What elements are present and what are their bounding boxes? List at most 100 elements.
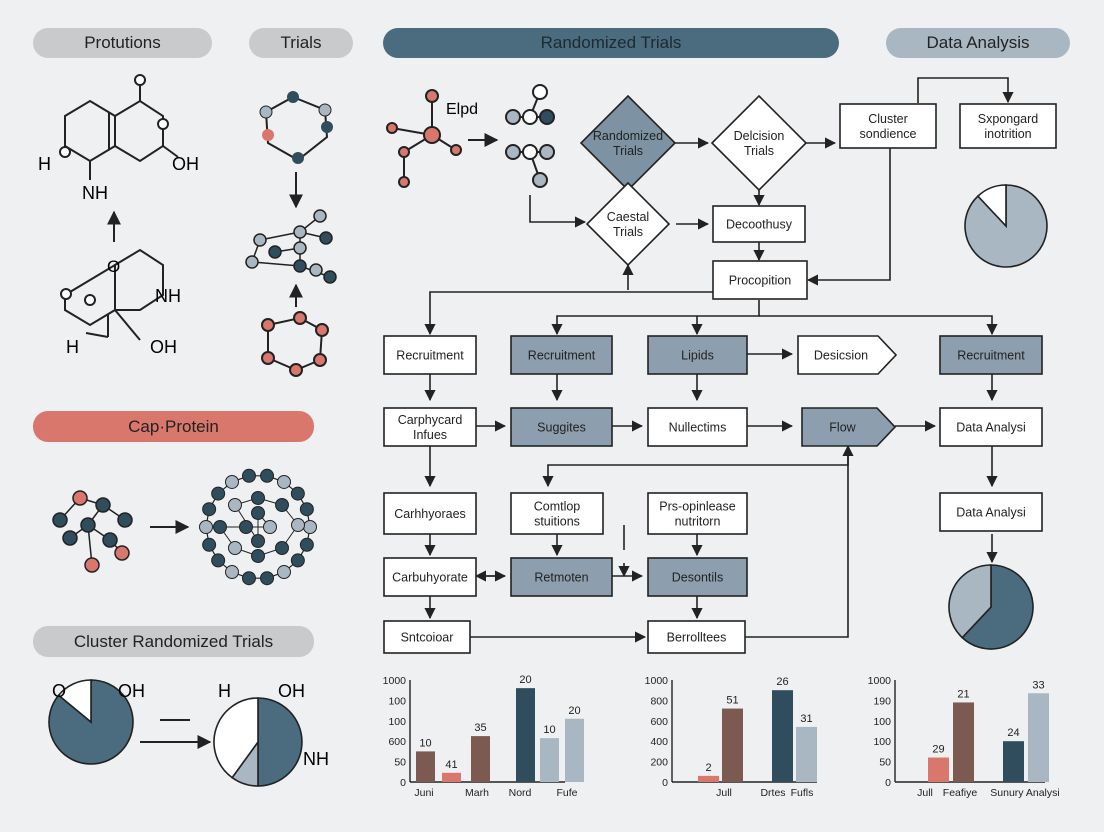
bar-data-label: 33 xyxy=(1032,679,1044,691)
oxygen-atom xyxy=(59,146,71,158)
flow-node-data-analysi-1: Data Analysi xyxy=(939,407,1043,447)
pie-slice xyxy=(57,679,92,724)
bar xyxy=(416,751,435,782)
molecule-label-elpd: Elpd xyxy=(446,101,478,118)
y-tick-label: 200 xyxy=(650,757,668,769)
flow-node-label: Sxpongard xyxy=(978,112,1039,126)
bar-data-label: 10 xyxy=(419,737,431,749)
flow-node-flow: Flow xyxy=(801,407,897,447)
flow-node-retmoten: Retmoten xyxy=(510,557,613,597)
bar-data-label: 24 xyxy=(1007,727,1019,739)
flow-node-desontils: Desontils xyxy=(647,557,748,597)
bar-data-label: 51 xyxy=(726,695,738,707)
flow-node-label: Trials xyxy=(744,144,774,158)
bar-data-label: 26 xyxy=(776,676,788,688)
flow-node-recruitment-3: Recruitment xyxy=(939,335,1043,375)
flow-node-label: Cluster xyxy=(868,112,908,126)
flow-node-label: Sntcoioar xyxy=(401,631,454,645)
flow-node-label: stuitions xyxy=(534,515,580,529)
flow-node-label: Comtlop xyxy=(534,500,581,514)
y-tick-label: 100 xyxy=(388,695,406,707)
bar-data-label: 20 xyxy=(519,674,531,686)
molecule-top xyxy=(64,84,179,180)
y-tick-label: 400 xyxy=(650,736,668,748)
header-randomized-trials: Randomized Trials xyxy=(383,28,839,58)
bar-data-label: 31 xyxy=(800,713,812,725)
flow-node-label: Carphycard xyxy=(398,413,463,427)
header-cap-protein: Cap·Protein xyxy=(33,411,314,442)
x-tick-label: Sunury Analysi xyxy=(990,787,1059,799)
bar-data-label: 10 xyxy=(543,724,555,736)
pie-slice xyxy=(257,697,303,787)
flow-node-berrolltees: Berrolltees xyxy=(647,620,746,654)
flow-node-label: Desicsion xyxy=(814,349,868,363)
pie-left xyxy=(48,679,134,765)
pie-slice xyxy=(213,697,259,779)
pie-slice xyxy=(948,564,992,639)
flow-node-label: Data Analysi xyxy=(956,506,1025,520)
y-tick-label: 800 xyxy=(650,695,668,707)
bar xyxy=(953,702,974,782)
y-tick-label: 600 xyxy=(650,716,668,728)
bar xyxy=(796,726,817,782)
header-protutions: Protutions xyxy=(33,28,212,58)
bar-data-label: 35 xyxy=(474,722,486,734)
flow-node-label: Caestal xyxy=(607,210,649,224)
y-tick-label: 100 xyxy=(873,716,891,728)
y-tick-label: 100 xyxy=(873,736,891,748)
oxygen-atom xyxy=(60,288,72,300)
bar xyxy=(1028,693,1049,782)
bar xyxy=(565,718,584,782)
flow-node-label: Flow xyxy=(829,421,856,435)
x-tick-label: Jull xyxy=(716,787,732,799)
flow-nodes: RandomizedTrialsDelcisionTrialsClusterso… xyxy=(383,94,1057,654)
flow-node-label: Trials xyxy=(613,225,643,239)
y-tick-label: 1000 xyxy=(645,675,669,687)
flow-node-label: Procopition xyxy=(729,274,792,288)
y-tick-label: 0 xyxy=(400,777,406,789)
flow-node-label: Randomized xyxy=(593,129,663,143)
flow-node-carbuhyorate: Carbuhyorate xyxy=(383,557,477,597)
y-tick-label: 190 xyxy=(873,695,891,707)
flow-node-nullectims: Nullectims xyxy=(647,407,748,447)
x-tick-label: Nord xyxy=(509,787,532,799)
flow-node-label: Carbuhyorate xyxy=(392,571,468,585)
flow-node-recruitment-1: Recruitment xyxy=(383,335,477,375)
bar-data-label: 21 xyxy=(957,688,969,700)
bar xyxy=(471,736,490,782)
bar-data-label: 29 xyxy=(932,744,944,756)
protein-small xyxy=(52,490,133,573)
flow-node-label: Retmoten xyxy=(534,571,588,585)
flow-node-desicsion: Desicsion xyxy=(797,335,898,375)
y-tick-label: 0 xyxy=(885,777,891,789)
y-tick-label: 50 xyxy=(394,757,406,769)
atom-label-nh: NH xyxy=(303,749,329,769)
x-tick-label: Fufe xyxy=(556,787,577,799)
atom-label-o: O xyxy=(52,681,66,701)
bar xyxy=(1003,741,1024,782)
pie-slice xyxy=(976,184,1007,229)
atom-label-oh: OH xyxy=(118,681,145,701)
pie-slice xyxy=(961,564,1034,650)
flow-node-label: Carhhyoraes xyxy=(394,507,466,521)
atom-label-h: H xyxy=(66,337,79,357)
y-tick-label: 1000 xyxy=(383,675,407,687)
y-tick-label: 1000 xyxy=(868,675,892,687)
flow-node-label: Data Analysi xyxy=(956,421,1025,435)
bar xyxy=(772,690,793,782)
flow-node-label: Recruitment xyxy=(528,349,596,363)
bar xyxy=(442,772,461,782)
flow-node-suggites: Suggites xyxy=(510,407,613,447)
flow-node-label: inotrition xyxy=(984,127,1031,141)
